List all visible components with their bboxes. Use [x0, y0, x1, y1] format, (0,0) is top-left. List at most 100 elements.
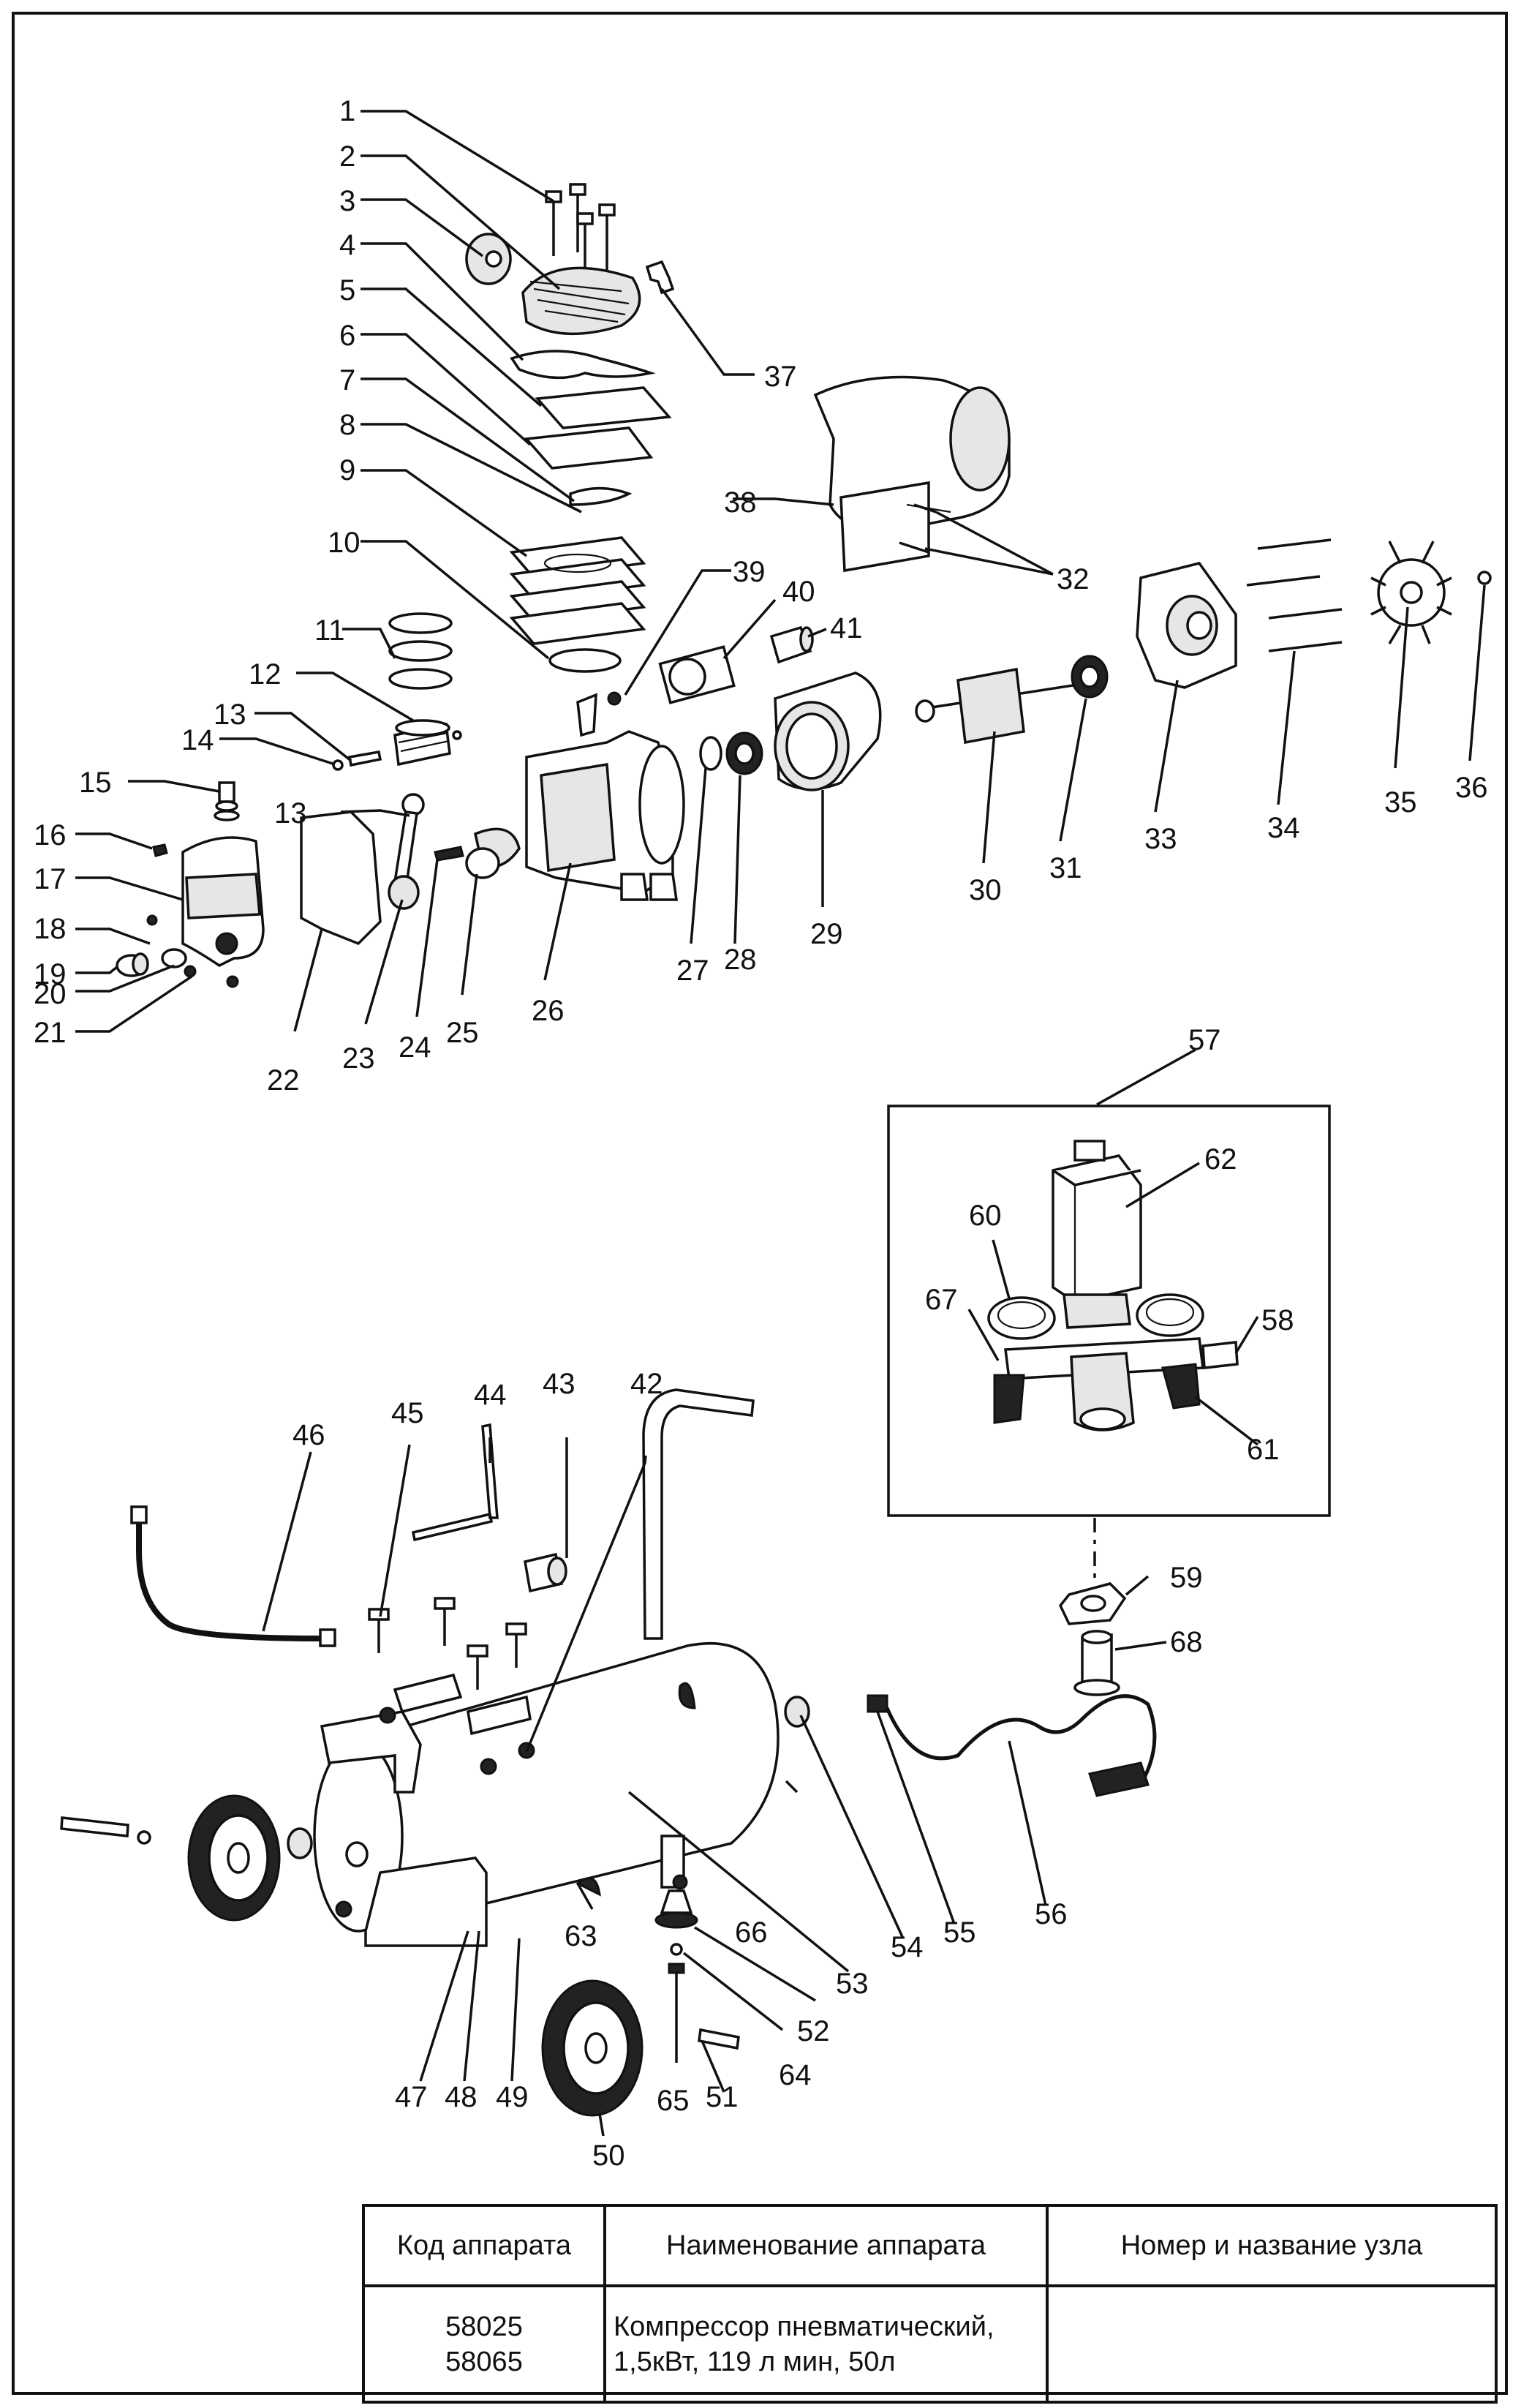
callout-labels: 1 2 3 4 5 6 7 8 9 10 11 12 13 13 14 15 1…: [34, 95, 1488, 2172]
table-header-row: Код аппарата Наименование аппарата Номер…: [362, 2204, 1498, 2287]
callout-31: 31: [1049, 852, 1082, 884]
nut-a: [379, 1707, 396, 1724]
crankcase-cover: [181, 836, 265, 968]
screw-21b: [226, 975, 239, 988]
callout-11: 11: [314, 614, 345, 647]
nut-66: [672, 1874, 688, 1890]
callout-3: 3: [339, 185, 355, 217]
pressure-rod: [411, 1423, 499, 1542]
callout-13a: 13: [214, 699, 246, 731]
callout-25: 25: [446, 1017, 479, 1049]
callout-51: 51: [706, 2081, 739, 2113]
screw-21: [184, 965, 197, 978]
callout-26: 26: [532, 995, 565, 1027]
callout-57: 57: [1188, 1024, 1221, 1056]
outlet-pipe: [1073, 1630, 1120, 1696]
valve-plate: [535, 386, 672, 429]
cover-gasket: [300, 810, 382, 946]
tank-grip: [320, 1710, 422, 1794]
callout-68: 68: [1170, 1626, 1203, 1658]
device-name-line1: Компрессор пневматический,: [614, 2311, 994, 2342]
callout-10: 10: [328, 527, 361, 559]
cover-screw: [152, 843, 168, 857]
wheel-pin: [698, 2028, 740, 2050]
header-unit-name: Номер и название узла: [1046, 2204, 1498, 2287]
tank-assembly-drawing: [60, 1388, 1157, 2117]
piston-rings: [388, 612, 453, 690]
rear-bearing: [1071, 655, 1109, 699]
bolt-39: [607, 691, 622, 706]
callout-9: 9: [339, 454, 355, 486]
crankshaft-eccentric: [465, 827, 521, 879]
motor-rotor: [915, 667, 1083, 745]
through-bolts: [1246, 538, 1343, 652]
callout-38: 38: [724, 486, 757, 519]
callout-37: 37: [764, 361, 797, 393]
callout-44: 44: [474, 1379, 507, 1411]
callout-47: 47: [395, 2081, 428, 2113]
callout-8: 8: [339, 409, 355, 441]
motor-end-cap: [1136, 562, 1237, 689]
callout-45: 45: [391, 1397, 424, 1429]
foot-bracket-front: [364, 1856, 488, 1947]
unit-name-cell: [1046, 2284, 1498, 2404]
tube-nut-start: [319, 1628, 336, 1647]
callout-1: 1: [339, 95, 355, 127]
callout-16: 16: [34, 819, 67, 851]
gasket-upper: [510, 350, 656, 380]
callout-29: 29: [810, 918, 843, 950]
callout-67: 67: [925, 1284, 958, 1316]
header-device-code: Код аппарата: [362, 2204, 606, 2287]
parts-info-table: Код аппарата Наименование аппарата Номер…: [362, 2204, 1498, 2404]
reed-valve: [569, 486, 633, 506]
lock-nut: [1058, 1582, 1127, 1625]
callout-39: 39: [733, 556, 766, 588]
device-codes-cell: 58025 58065: [362, 2284, 606, 2404]
cylinder: [509, 536, 646, 645]
motor-mount-plate-left: [393, 1673, 463, 1714]
connecting-rod: [388, 793, 425, 910]
callout-40: 40: [782, 576, 815, 608]
callout-27: 27: [676, 955, 709, 987]
callout-54: 54: [891, 1931, 924, 1963]
pump-assembly-drawing: [116, 183, 1492, 988]
callout-46: 46: [292, 1419, 325, 1451]
callout-35: 35: [1384, 786, 1417, 819]
mounting-bolts: [368, 1597, 527, 1690]
device-name-line2: 1,5кВт, 119 л мин, 50л: [614, 2346, 896, 2377]
wheel-spacer: [287, 1827, 313, 1859]
callout-20: 20: [34, 978, 67, 1010]
motor-mount-plate-right: [467, 1695, 532, 1736]
callout-62: 62: [1204, 1143, 1237, 1175]
axle-washer: [137, 1830, 151, 1845]
nut-c: [480, 1758, 497, 1775]
leader-lines: [75, 110, 1486, 2137]
fan-clip: [1477, 571, 1492, 585]
callout-19: 19: [34, 958, 67, 990]
callout-15: 15: [79, 767, 112, 799]
tube-nut-end: [130, 1505, 148, 1524]
oil-seal: [699, 736, 722, 771]
callout-30: 30: [969, 874, 1002, 906]
oil-plug: [116, 952, 149, 977]
callout-22: 22: [267, 1064, 300, 1096]
callout-12: 12: [249, 658, 282, 691]
callout-50: 50: [592, 2140, 625, 2172]
filter-element: [658, 645, 736, 704]
discharge-tube: [136, 1521, 322, 1641]
valve-gasket: [524, 426, 654, 470]
air-filter: [465, 233, 512, 285]
callout-61: 61: [1247, 1434, 1280, 1466]
callout-21: 21: [34, 1017, 67, 1049]
wheel-front: [541, 1979, 644, 2117]
callout-24: 24: [399, 1031, 431, 1064]
callout-55: 55: [943, 1916, 976, 1949]
head-bolts: [545, 183, 616, 272]
tank-plug: [784, 1696, 810, 1728]
motor-stator: [774, 671, 882, 791]
callout-7: 7: [339, 364, 355, 396]
callout-32: 32: [1057, 563, 1090, 595]
rubber-foot: [654, 1889, 698, 2001]
callout-60: 60: [969, 1200, 1002, 1232]
